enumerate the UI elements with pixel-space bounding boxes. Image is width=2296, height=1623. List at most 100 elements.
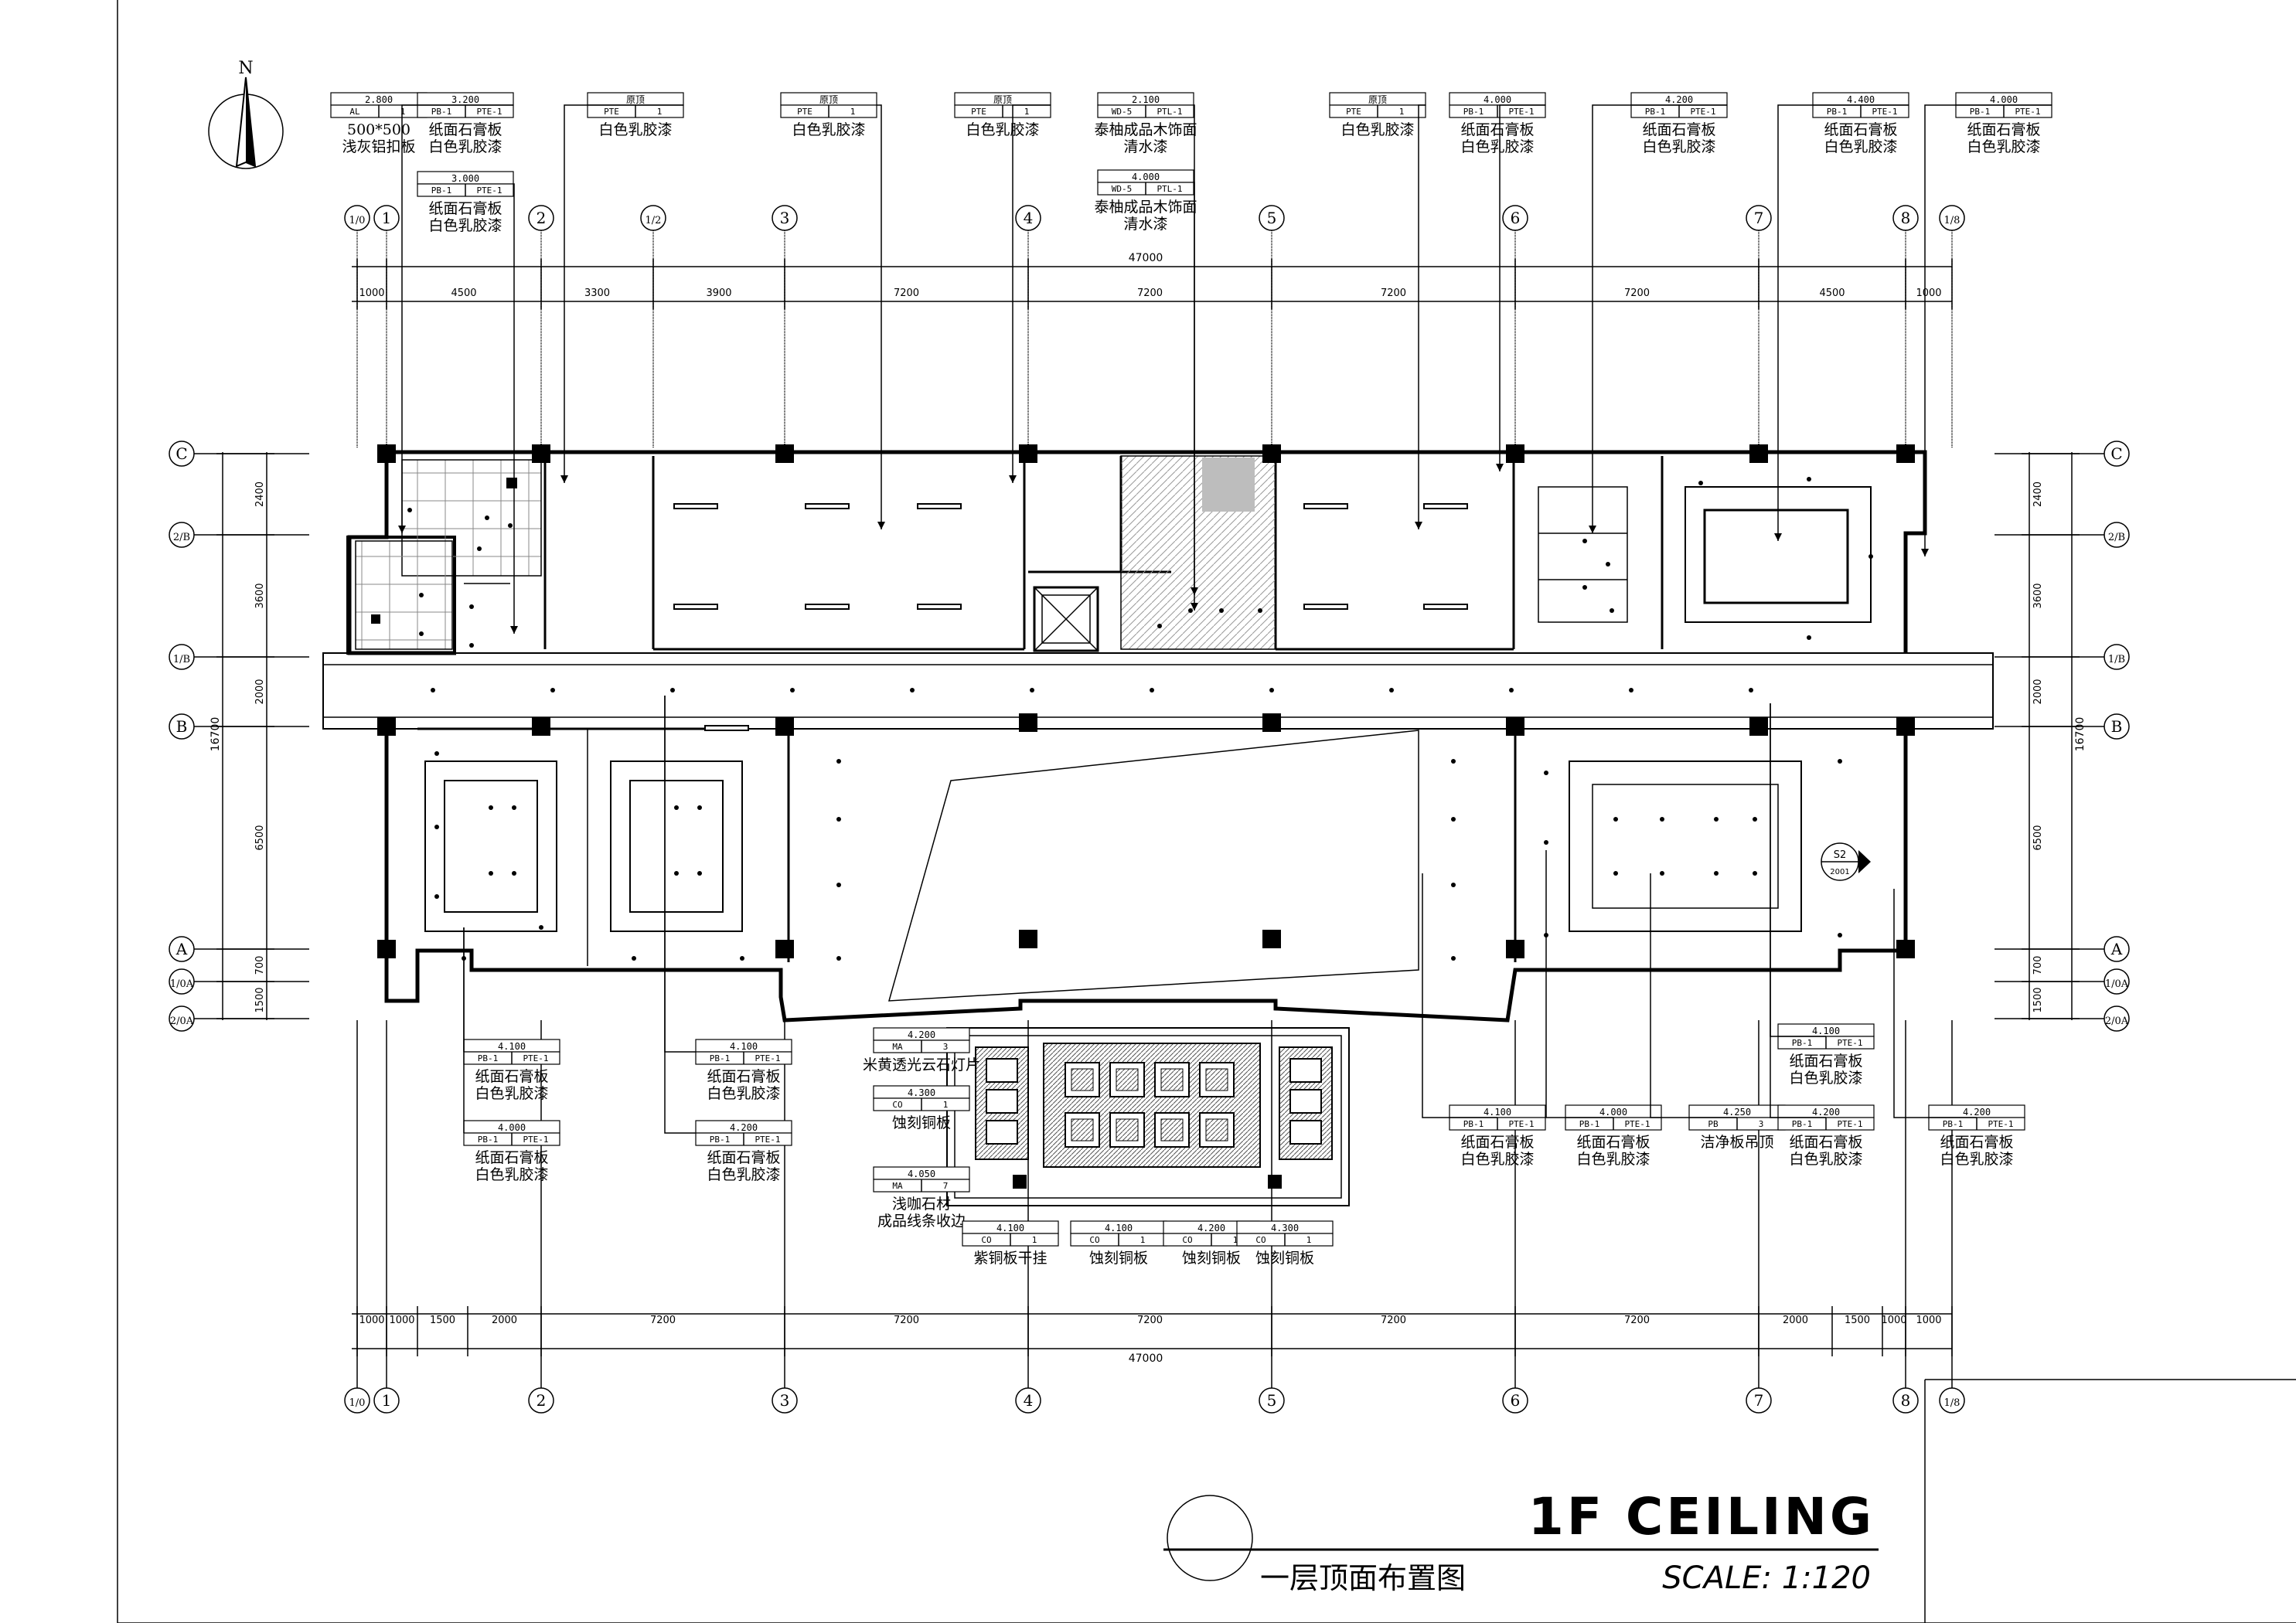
downlight	[508, 523, 513, 528]
callout-material-number: PTE-1	[1988, 1119, 2013, 1129]
axis-top-4-label: 4	[1024, 209, 1034, 227]
axis-top-1-label: 1	[382, 209, 392, 227]
callout-material-number: 1	[1399, 107, 1405, 117]
bottom-dim-label: 1500	[430, 1315, 455, 1326]
axis-right-2-0A: 2/0A	[2104, 1005, 2130, 1032]
column	[532, 444, 550, 463]
column	[1019, 713, 1037, 732]
downlight	[1629, 688, 1633, 692]
bottom-dim-label: 7200	[894, 1315, 919, 1326]
canopy-side-panel	[986, 1058, 1018, 1083]
callout-material-code: PTE	[797, 107, 812, 117]
axis-bottom-2-label: 2	[537, 1391, 547, 1410]
callout-material-code: PB-1	[431, 185, 452, 196]
right-dim-label: 2000	[2032, 679, 2044, 704]
axis-top-2-label: 2	[537, 209, 547, 227]
right-dim-label: 2400	[2032, 481, 2044, 507]
downlight	[1451, 883, 1456, 887]
downlight	[836, 759, 841, 764]
column	[377, 717, 396, 736]
axis-top-1-0: 1/0	[344, 205, 370, 231]
callout-material-number: 1	[1024, 107, 1030, 117]
axis-top-1-8-label: 1/8	[1944, 215, 1960, 226]
callout-material-code: PB-1	[478, 1135, 499, 1145]
axis-top-8: 8	[1892, 205, 1919, 231]
callout-elevation: 4.200	[1197, 1223, 1225, 1233]
callout-description: 纸面石膏板	[1940, 1133, 2013, 1151]
downlight	[910, 688, 915, 692]
callout-elevation: 4.050	[908, 1169, 935, 1179]
left-dim-label: 3600	[254, 583, 266, 608]
linear-light-fixtures	[673, 503, 1468, 731]
callout-description: 白色乳胶漆	[707, 1085, 780, 1102]
downlight	[1451, 956, 1456, 961]
callout-material-number: PTE-1	[1508, 107, 1534, 117]
axis-bottom-3: 3	[772, 1387, 798, 1414]
callout-description: 蚀刻铜板	[1255, 1250, 1314, 1267]
downlight	[1868, 554, 1873, 559]
bottom-dim-label: 7200	[650, 1315, 676, 1326]
axis-top-6: 6	[1502, 205, 1528, 231]
drawing-subtitle: 一层顶面布置图	[1260, 1561, 1466, 1595]
downlight	[1389, 688, 1394, 692]
callout-elevation: 4.400	[1847, 94, 1875, 105]
callout-description: 泰柚成品木饰面	[1094, 199, 1197, 216]
linear-light	[1303, 604, 1348, 610]
callout-material-number: 1	[1032, 1235, 1037, 1245]
callout-elevation: 3.200	[451, 94, 479, 105]
axis-right-C-label: C	[2110, 444, 2122, 463]
axis-bottom-6: 6	[1502, 1387, 1528, 1414]
callout-description: 纸面石膏板	[707, 1067, 780, 1085]
axis-right-B: B	[2104, 713, 2130, 740]
callout-description: 蚀刻铜板	[1089, 1250, 1148, 1267]
callout-material-code: PTE	[1346, 107, 1361, 117]
callout-material-code: PB-1	[710, 1135, 731, 1145]
callout-elevation: 原顶	[626, 94, 645, 105]
north-label: N	[238, 59, 253, 78]
linear-light	[673, 604, 718, 610]
callout-material-number: PTE-1	[755, 1053, 780, 1063]
right-dim-label: 700	[2032, 956, 2044, 975]
downlight	[1613, 817, 1618, 822]
axis-bottom-8: 8	[1892, 1387, 1919, 1414]
callout-material-code: PB-1	[1645, 107, 1666, 117]
column	[1896, 444, 1915, 463]
callout-material-code: PTE	[971, 107, 986, 117]
axis-top-5: 5	[1259, 205, 1285, 231]
callout-description: 500*500	[347, 121, 410, 138]
left-dim-label: 6500	[254, 825, 266, 850]
bottom-dim-label: 7200	[1137, 1315, 1163, 1326]
axis-left-2-B-label: 2/B	[173, 532, 190, 543]
callout-description: 白色乳胶漆	[475, 1166, 548, 1183]
downlight	[431, 688, 435, 692]
drawing-scale: SCALE: 1:120	[1662, 1560, 1871, 1596]
linear-light	[1423, 503, 1468, 509]
callout-material-code: MA	[892, 1181, 903, 1191]
callout-elevation: 2.800	[365, 94, 393, 105]
callout-material-number: PTE-1	[523, 1053, 548, 1063]
callout-description: 纸面石膏板	[1642, 121, 1715, 138]
callout-description: 白色乳胶漆	[428, 217, 502, 234]
downlight	[674, 805, 679, 810]
axis-left-2-0A-label: 2/0A	[170, 1016, 194, 1027]
downlight	[407, 508, 412, 512]
axis-top-7-label: 7	[1754, 209, 1764, 227]
axis-bottom-7: 7	[1746, 1387, 1772, 1414]
canopy-tile-inner	[1071, 1118, 1094, 1142]
callout-material-number: PTE-1	[2015, 107, 2040, 117]
north-arrow-icon: N	[208, 59, 284, 169]
canopy-tile-inner	[1116, 1068, 1139, 1091]
